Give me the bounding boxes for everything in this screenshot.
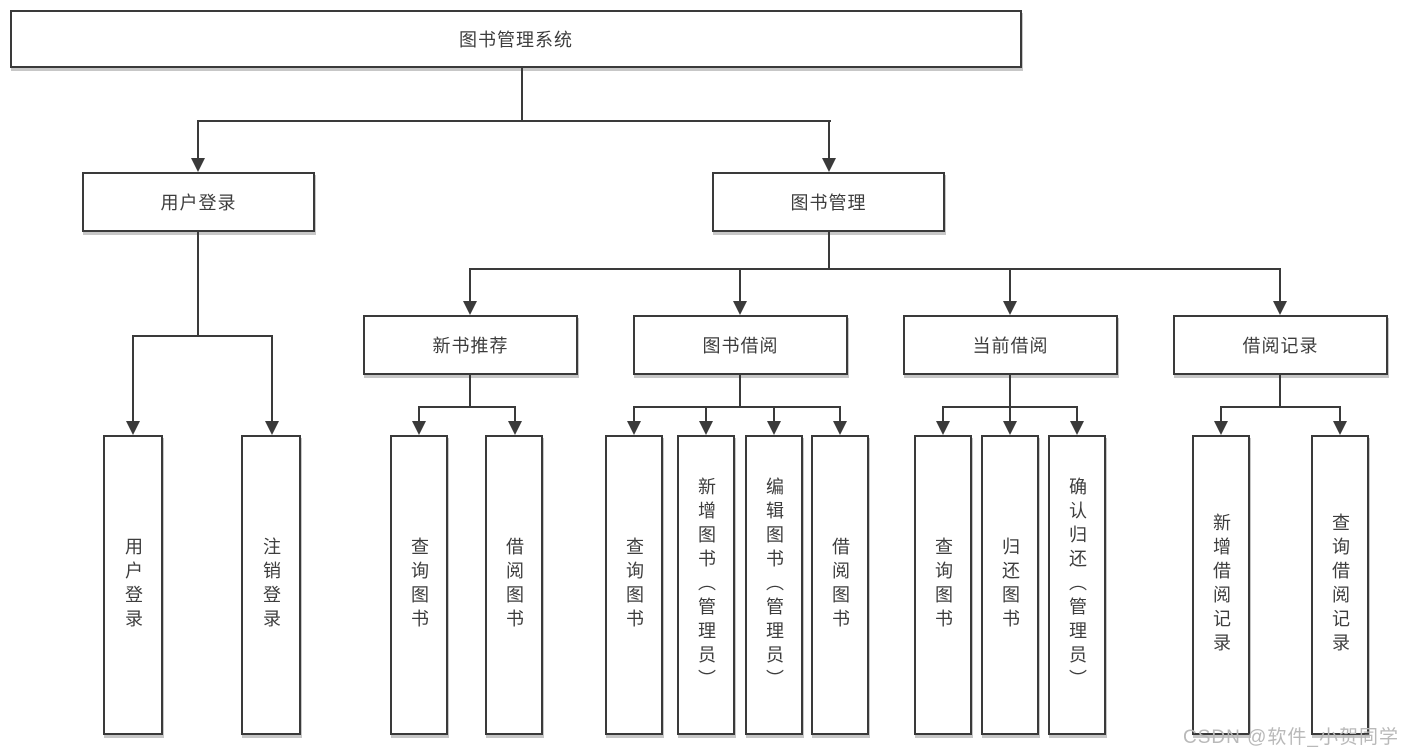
leaf-borrow-query: 查询图书 [605,435,663,735]
edge-userlogin-c2 [271,335,273,421]
leaf-user-login: 用户登录 [103,435,163,735]
edge-mgmt-stem [828,232,830,270]
edge-userlogin-c1 [132,335,134,421]
arrow-down-icon [1333,421,1347,435]
leaf-borrow-edit-admin: 编辑图书（管理员） [745,435,803,735]
edge-mgmt-c4 [1279,268,1281,302]
edge-mgmt-c2 [739,268,741,302]
leaf-current-query: 查询图书 [914,435,972,735]
edge-borrow-c4 [839,406,841,422]
arrow-down-icon [936,421,950,435]
edge-records-c1 [1220,406,1222,422]
node-book-borrow: 图书借阅 [633,315,848,375]
edge-newbook-hbar [418,406,516,408]
edge-root-user-stem [197,120,199,160]
leaf-logout: 注销登录 [241,435,301,735]
arrow-down-icon [767,421,781,435]
arrow-down-icon [1003,421,1017,435]
arrow-down-icon [1070,421,1084,435]
edge-userlogin-stem [197,232,199,337]
node-root: 图书管理系统 [10,10,1022,68]
leaf-current-return: 归还图书 [981,435,1039,735]
edge-root-stem [521,68,523,122]
edge-userlogin-hbar [132,335,273,337]
edge-mgmt-c1 [469,268,471,302]
edge-newbook-c2 [514,406,516,422]
edge-borrow-hbar [633,406,841,408]
edge-mgmt-c3 [1009,268,1011,302]
arrow-down-icon [463,301,477,315]
edge-records-hbar [1220,406,1341,408]
arrow-down-icon [733,301,747,315]
edge-borrow-c3 [773,406,775,422]
leaf-newbook-query: 查询图书 [390,435,448,735]
arrow-down-icon [265,421,279,435]
arrow-down-icon [1003,301,1017,315]
arrow-down-icon [412,421,426,435]
edge-borrow-c2 [705,406,707,422]
node-current-borrow: 当前借阅 [903,315,1118,375]
node-borrow-records: 借阅记录 [1173,315,1388,375]
arrow-down-icon [627,421,641,435]
edge-current-stem [1009,375,1011,408]
arrow-down-icon [1214,421,1228,435]
node-new-book-recommend: 新书推荐 [363,315,578,375]
arrow-down-icon [822,158,836,172]
arrow-down-icon [126,421,140,435]
leaf-records-add: 新增借阅记录 [1192,435,1250,735]
leaf-records-query: 查询借阅记录 [1311,435,1369,735]
edge-mgmt-hbar [469,268,1281,270]
edge-root-hbar [197,120,831,122]
arrow-down-icon [699,421,713,435]
arrow-down-icon [1273,301,1287,315]
leaf-borrow-borrow: 借阅图书 [811,435,869,735]
edge-newbook-stem [469,375,471,408]
edge-current-c2 [1009,406,1011,422]
leaf-borrow-add-admin: 新增图书（管理员） [677,435,735,735]
csdn-watermark: CSDN @软件_小贺同学 [1183,727,1399,747]
edge-records-stem [1279,375,1281,408]
edge-borrow-stem [739,375,741,408]
arrow-down-icon [508,421,522,435]
arrow-down-icon [833,421,847,435]
edge-current-c1 [942,406,944,422]
arrow-down-icon [191,158,205,172]
edge-newbook-c1 [418,406,420,422]
leaf-current-confirm-admin: 确认归还（管理员） [1048,435,1106,735]
leaf-newbook-borrow: 借阅图书 [485,435,543,735]
edge-root-mgmt-stem [828,120,830,160]
edge-current-c3 [1076,406,1078,422]
edge-borrow-c1 [633,406,635,422]
edge-records-c2 [1339,406,1341,422]
node-user-login: 用户登录 [82,172,315,232]
node-book-management: 图书管理 [712,172,945,232]
